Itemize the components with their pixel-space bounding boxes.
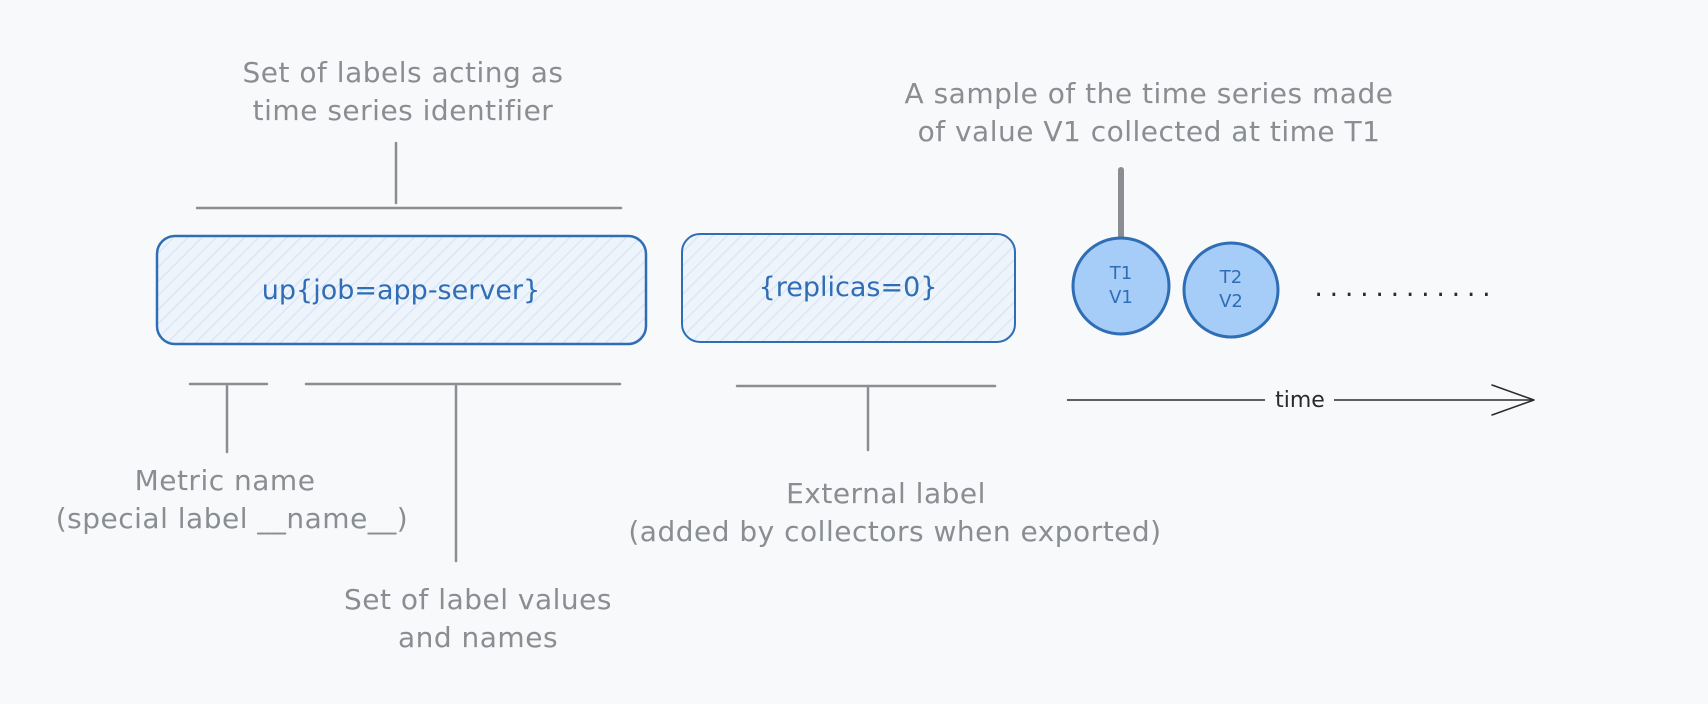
- more-samples-ellipsis: ............: [1312, 277, 1495, 302]
- sample-note-line-2: of value V1 collected at time T1: [918, 115, 1381, 148]
- external-label-annotation: External label (added by collectors when…: [628, 384, 1161, 548]
- sample-note-line-1: A sample of the time series made: [905, 77, 1394, 110]
- external-label-text: {replicas=0}: [759, 272, 938, 303]
- metric-name-note-line-2: (special label __name__): [56, 502, 408, 535]
- time-axis: time: [1067, 384, 1535, 416]
- sample-t1-time: T1: [1109, 263, 1132, 284]
- metric-name-note-line-1: Metric name: [135, 464, 316, 497]
- external-label-box-shape: [681, 233, 1016, 343]
- time-axis-label: time: [1275, 388, 1325, 413]
- metric-name-annotation: Metric name (special label __name__): [56, 382, 408, 535]
- sample-t2-time: T2: [1219, 267, 1242, 288]
- sample-t1-value: V1: [1109, 287, 1133, 308]
- series-identifier-box: up{job=app-server}: [155, 234, 648, 346]
- series-identifier-annotation: Set of labels acting as time series iden…: [195, 56, 623, 210]
- series-identifier-note-line-2: time series identifier: [253, 94, 554, 127]
- sample-annotation: A sample of the time series made of valu…: [905, 77, 1394, 241]
- sample-t2-circle: [1182, 241, 1280, 339]
- sample-t1: T1 V1: [1071, 236, 1171, 336]
- time-axis-arrowhead: [1491, 384, 1535, 416]
- label-values-annotation: Set of label values and names: [304, 382, 622, 654]
- external-label-box: {replicas=0}: [681, 233, 1016, 343]
- label-values-note-line-1: Set of label values: [344, 583, 612, 616]
- label-values-note-line-2: and names: [398, 621, 558, 654]
- series-identifier-box-shape: [155, 234, 648, 346]
- sample-t2: T2 V2: [1182, 241, 1280, 339]
- sample-t2-value: V2: [1219, 291, 1243, 312]
- series-identifier-note-line-1: Set of labels acting as: [243, 56, 564, 89]
- external-label-note-line-1: External label: [786, 477, 986, 510]
- sample-t1-circle: [1071, 236, 1171, 336]
- series-identifier-text: up{job=app-server}: [262, 275, 540, 306]
- external-label-note-line-2: (added by collectors when exported): [628, 515, 1161, 548]
